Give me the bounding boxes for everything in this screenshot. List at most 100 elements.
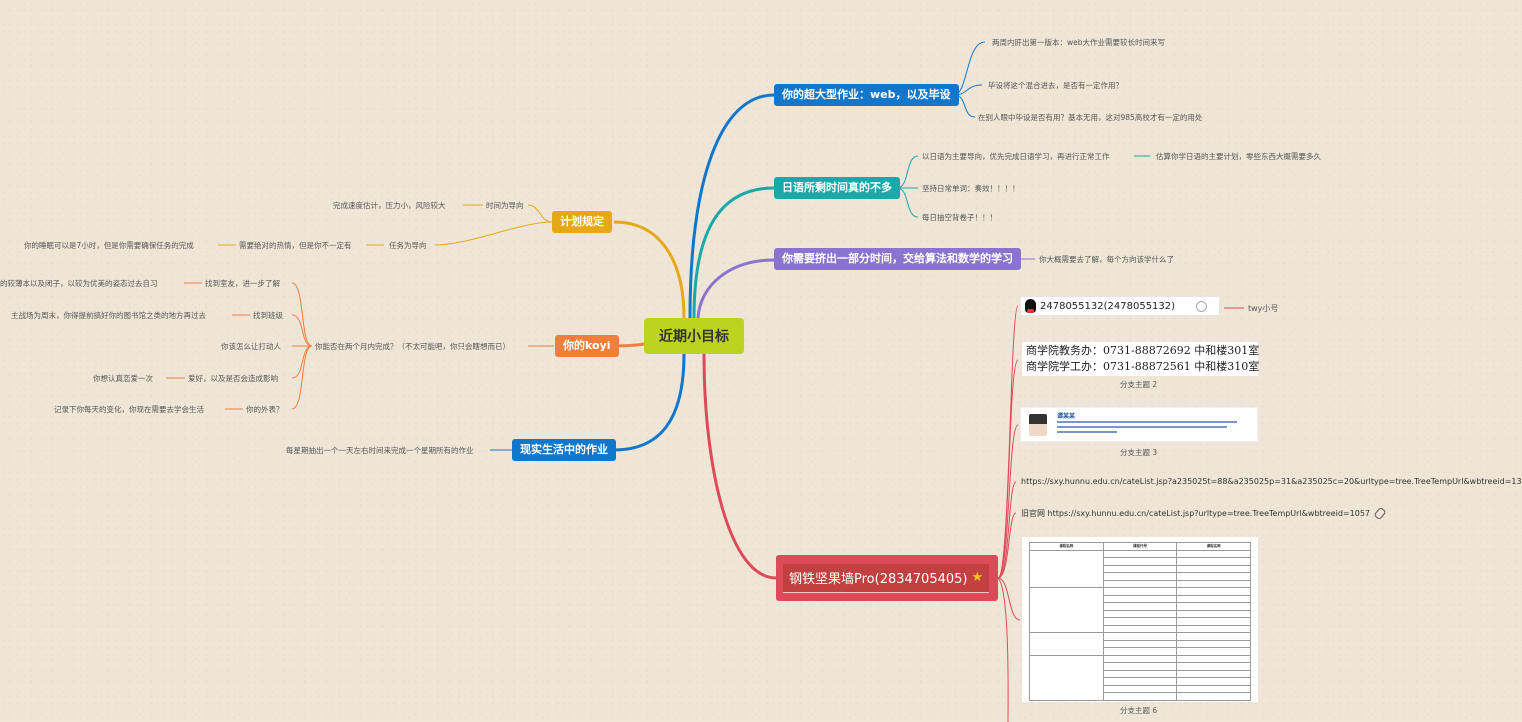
- japanese-child-2[interactable]: 坚持日常单词：奏效！！！！: [922, 184, 1020, 193]
- table-header: 课程名称: [1029, 542, 1104, 551]
- koyi-item-1[interactable]: 找到室友，进一步了解: [205, 279, 280, 288]
- plan-child-task-detail[interactable]: 需要绝对的热情，但是你不一定有: [239, 241, 352, 250]
- avatar: [1029, 414, 1047, 436]
- course-table-image[interactable]: 课程名称 课程代号 课程名称: [1022, 537, 1258, 702]
- table-cell: [1102, 654, 1178, 663]
- web-child-2[interactable]: 毕设将这个混合进去，是否有一定作用？: [988, 81, 1123, 90]
- table-cell: [1102, 647, 1178, 656]
- phone-line-2: 商学院学工办：0731-88872561 中和楼310室: [1026, 360, 1260, 373]
- profile-line: [1057, 421, 1237, 423]
- qq-penguin-icon: [1025, 299, 1036, 313]
- table-cell: [1176, 647, 1251, 656]
- koyi-item-5-detail[interactable]: 记录下你每天的变化，你现在需要去学会生活: [54, 405, 204, 414]
- table-cell: [1102, 609, 1178, 618]
- topic-steel[interactable]: 钢铁坚果墙Pro(2834705405) ★: [776, 555, 998, 601]
- url-link-1[interactable]: https://sxy.hunnu.edu.cn/cateList.jsp?a2…: [1021, 477, 1522, 486]
- circle-icon: [1196, 301, 1207, 312]
- table-cell: [1176, 564, 1251, 573]
- steel-label: 钢铁坚果墙Pro(2834705405): [789, 572, 968, 587]
- table-cell: [1176, 572, 1251, 581]
- topic-plan[interactable]: 计划规定: [552, 211, 612, 233]
- table-cell: [1176, 609, 1251, 618]
- table-cell: [1102, 662, 1178, 671]
- table-cell: [1102, 594, 1178, 603]
- table-cell: [1176, 669, 1251, 678]
- table-cell: [1102, 684, 1178, 693]
- table-cell: [1176, 587, 1251, 596]
- topic-algo[interactable]: 你需要挤出一部分时间，交给算法和数学的学习: [774, 248, 1021, 270]
- web-child-1[interactable]: 两周内肝出第一版本：web大作业需要较长时间来写: [992, 38, 1166, 47]
- koyi-item-4[interactable]: 爱好，以及是否会造成影响: [188, 374, 278, 383]
- table-cell: [1176, 617, 1251, 626]
- table-cell: [1176, 602, 1251, 611]
- table-cell: [1029, 654, 1104, 701]
- table-cell: [1102, 669, 1178, 678]
- koyi-item-2-detail[interactable]: 主战场为周末，你得提前搞好你的图书馆之类的地方再过去: [11, 311, 206, 320]
- table-cell: [1176, 692, 1251, 701]
- profile-line: [1057, 426, 1227, 428]
- table-cell: [1102, 677, 1178, 686]
- phone-line-1: 商学院教务办：0731-88872692 中和楼301室: [1026, 344, 1260, 357]
- table-cell: [1102, 692, 1178, 701]
- table-cell: [1102, 549, 1178, 558]
- table-cell: [1102, 602, 1178, 611]
- caption-2[interactable]: 分支主题 2: [1120, 380, 1158, 389]
- steel-label-box: 钢铁坚果墙Pro(2834705405) ★: [783, 563, 990, 593]
- topic-life[interactable]: 现实生活中的作业: [512, 439, 616, 461]
- table-cell: [1029, 587, 1104, 633]
- table-cell: [1102, 564, 1178, 573]
- course-table: 课程名称 课程代号 课程名称: [1029, 542, 1251, 701]
- table-cell: [1176, 579, 1251, 588]
- profile-image[interactable]: 谭某某: [1020, 407, 1258, 442]
- phone-image[interactable]: 商学院教务办：0731-88872692 中和楼301室 商学院学工办：0731…: [1022, 342, 1260, 376]
- table-cell: [1102, 639, 1178, 648]
- table-cell: [1102, 587, 1178, 596]
- table-cell: [1176, 594, 1251, 603]
- caption-6[interactable]: 分支主题 6: [1120, 706, 1158, 715]
- star-icon: ★: [971, 570, 984, 585]
- japanese-child-1[interactable]: 以日语为主要导向，优先完成日语学习，再进行正常工作: [922, 152, 1110, 161]
- topic-japanese[interactable]: 日语所剩时间真的不多: [774, 177, 900, 199]
- koyi-item-4-detail[interactable]: 你想认真恋爱一次: [93, 374, 153, 383]
- table-cell: [1102, 557, 1178, 566]
- table-header: 课程名称: [1176, 542, 1251, 551]
- table-cell: [1176, 662, 1251, 671]
- japanese-child-3[interactable]: 每日抽空背卷子！！！: [922, 213, 997, 222]
- table-cell: [1102, 624, 1178, 633]
- table-cell: [1102, 572, 1178, 581]
- table-cell: [1029, 632, 1104, 656]
- table-cell: [1102, 579, 1178, 588]
- table-cell: [1176, 639, 1251, 648]
- table-cell: [1176, 677, 1251, 686]
- topic-koyi[interactable]: 你的koyi: [555, 335, 619, 357]
- plan-child-task[interactable]: 任务为导向: [389, 241, 427, 250]
- profile-name: 谭某某: [1057, 413, 1076, 420]
- life-child[interactable]: 每星期抽出一个一天左右时间来完成一个星期所有的作业: [286, 446, 474, 455]
- japanese-grandchild[interactable]: 估算你学日语的主要计划，零些东西大概需要多久: [1156, 152, 1321, 161]
- koyi-item-5[interactable]: 你的外表？: [246, 405, 284, 414]
- qq-card-text: 2478055132(2478055132): [1040, 300, 1176, 312]
- table-cell: [1176, 557, 1251, 566]
- plan-child-task-grandchild[interactable]: 你的睡眠可以是7小时，但是你需要确保任务的完成: [24, 241, 194, 250]
- caption-3[interactable]: 分支主题 3: [1120, 448, 1158, 457]
- table-cell: [1176, 549, 1251, 558]
- koyi-item-1-detail[interactable]: 的较薄本以及闭子，以较为优美的姿态过去自习: [0, 279, 158, 288]
- url-link-2-text: 旧官网 https://sxy.hunnu.edu.cn/cateList.js…: [1021, 509, 1370, 518]
- koyi-item-2[interactable]: 找到班级: [253, 311, 283, 320]
- table-cell: [1102, 632, 1178, 641]
- table-header: 课程代号: [1102, 542, 1178, 551]
- koyi-child[interactable]: 你能否在两个月内完成？（不太可能吧，你只会瞎想而已）: [315, 342, 510, 351]
- algo-child[interactable]: 你大概需要去了解，每个方向该学什么了: [1039, 255, 1174, 264]
- web-child-3[interactable]: 在别人眼中毕设是否有用？基本无用，这对985高校才有一定的用处: [978, 113, 1203, 122]
- url-link-2[interactable]: 旧官网 https://sxy.hunnu.edu.cn/cateList.js…: [1021, 506, 1387, 521]
- root-topic[interactable]: 近期小目标: [644, 318, 744, 354]
- table-cell: [1102, 617, 1178, 626]
- topic-web[interactable]: 你的超大型作业：web，以及毕设: [774, 84, 959, 106]
- plan-child-time-detail[interactable]: 完成速度估计，压力小，风险较大: [333, 201, 446, 210]
- table-cell: [1176, 624, 1251, 633]
- qq-note[interactable]: twy小号: [1248, 304, 1279, 313]
- plan-child-time[interactable]: 时间为导向: [486, 201, 524, 210]
- qq-card[interactable]: 2478055132(2478055132): [1020, 296, 1220, 316]
- koyi-item-3[interactable]: 你该怎么让打动人: [221, 342, 281, 351]
